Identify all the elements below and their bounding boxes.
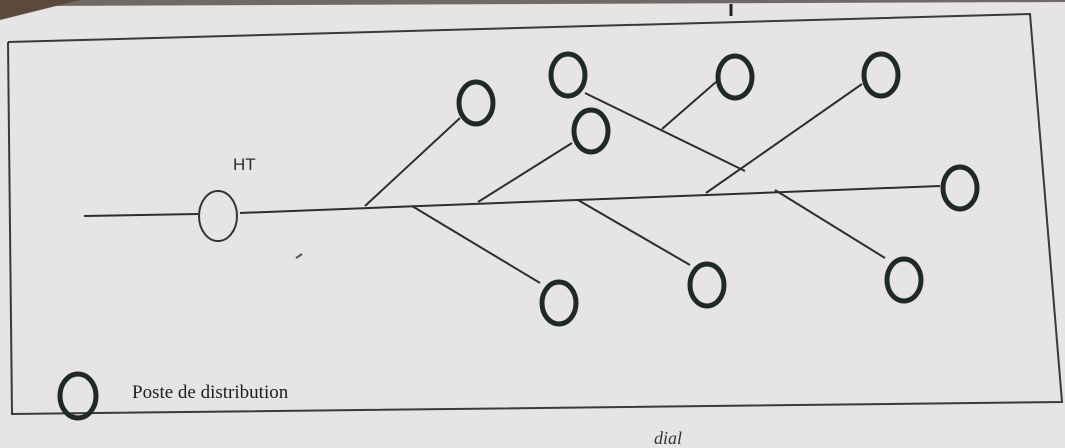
main-feeder-line-right <box>239 185 941 214</box>
paper-shadow <box>0 0 80 20</box>
distribution-post-node <box>548 51 588 99</box>
distribution-post-node <box>539 279 579 327</box>
legend-post-icon <box>57 371 99 421</box>
branch-line <box>584 92 746 172</box>
stray-pen-mark <box>295 253 303 259</box>
distribution-post-node <box>715 53 755 101</box>
main-feeder-line <box>83 213 199 217</box>
branch-line <box>477 142 573 203</box>
branch-line <box>661 81 717 130</box>
distribution-post-node <box>861 51 901 99</box>
legend-label: Poste de distribution <box>132 382 289 403</box>
distribution-post-node <box>940 164 980 212</box>
branch-line <box>364 117 461 207</box>
ht-label: HT <box>233 155 256 174</box>
branch-line <box>705 83 863 194</box>
branch-line <box>774 189 886 259</box>
branch-line <box>577 199 691 266</box>
distribution-post-node <box>456 79 496 127</box>
diagram-frame <box>7 12 1064 416</box>
distribution-post-node <box>884 256 924 304</box>
branch-line <box>411 205 541 284</box>
distribution-post-node <box>571 107 611 155</box>
caption-fragment: dial <box>654 428 682 448</box>
ht-source-node <box>198 190 238 242</box>
distribution-post-node <box>687 261 727 309</box>
